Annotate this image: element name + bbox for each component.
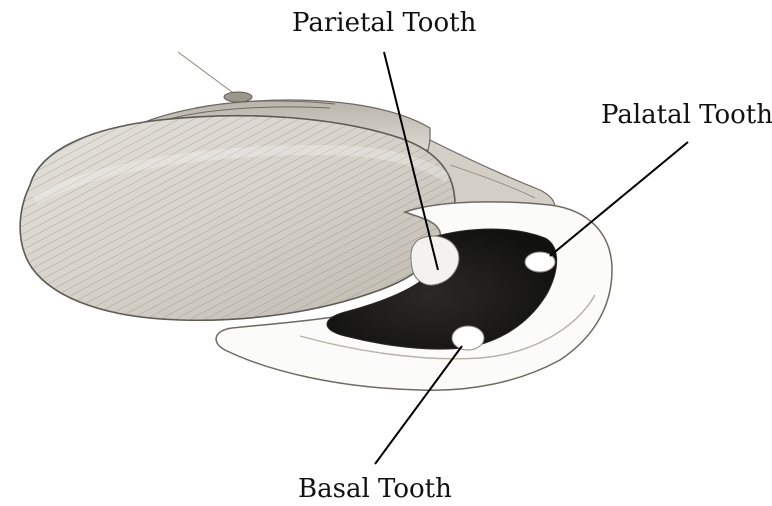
parietal-tooth-label: Parietal Tooth xyxy=(292,10,476,36)
basal-tooth-shape xyxy=(452,326,484,350)
basal-tooth-label: Basal Tooth xyxy=(298,476,452,502)
palatal-tooth-label: Palatal Tooth xyxy=(601,102,772,128)
apex-hair-line xyxy=(178,52,232,92)
palatal-leader-line xyxy=(550,142,688,256)
